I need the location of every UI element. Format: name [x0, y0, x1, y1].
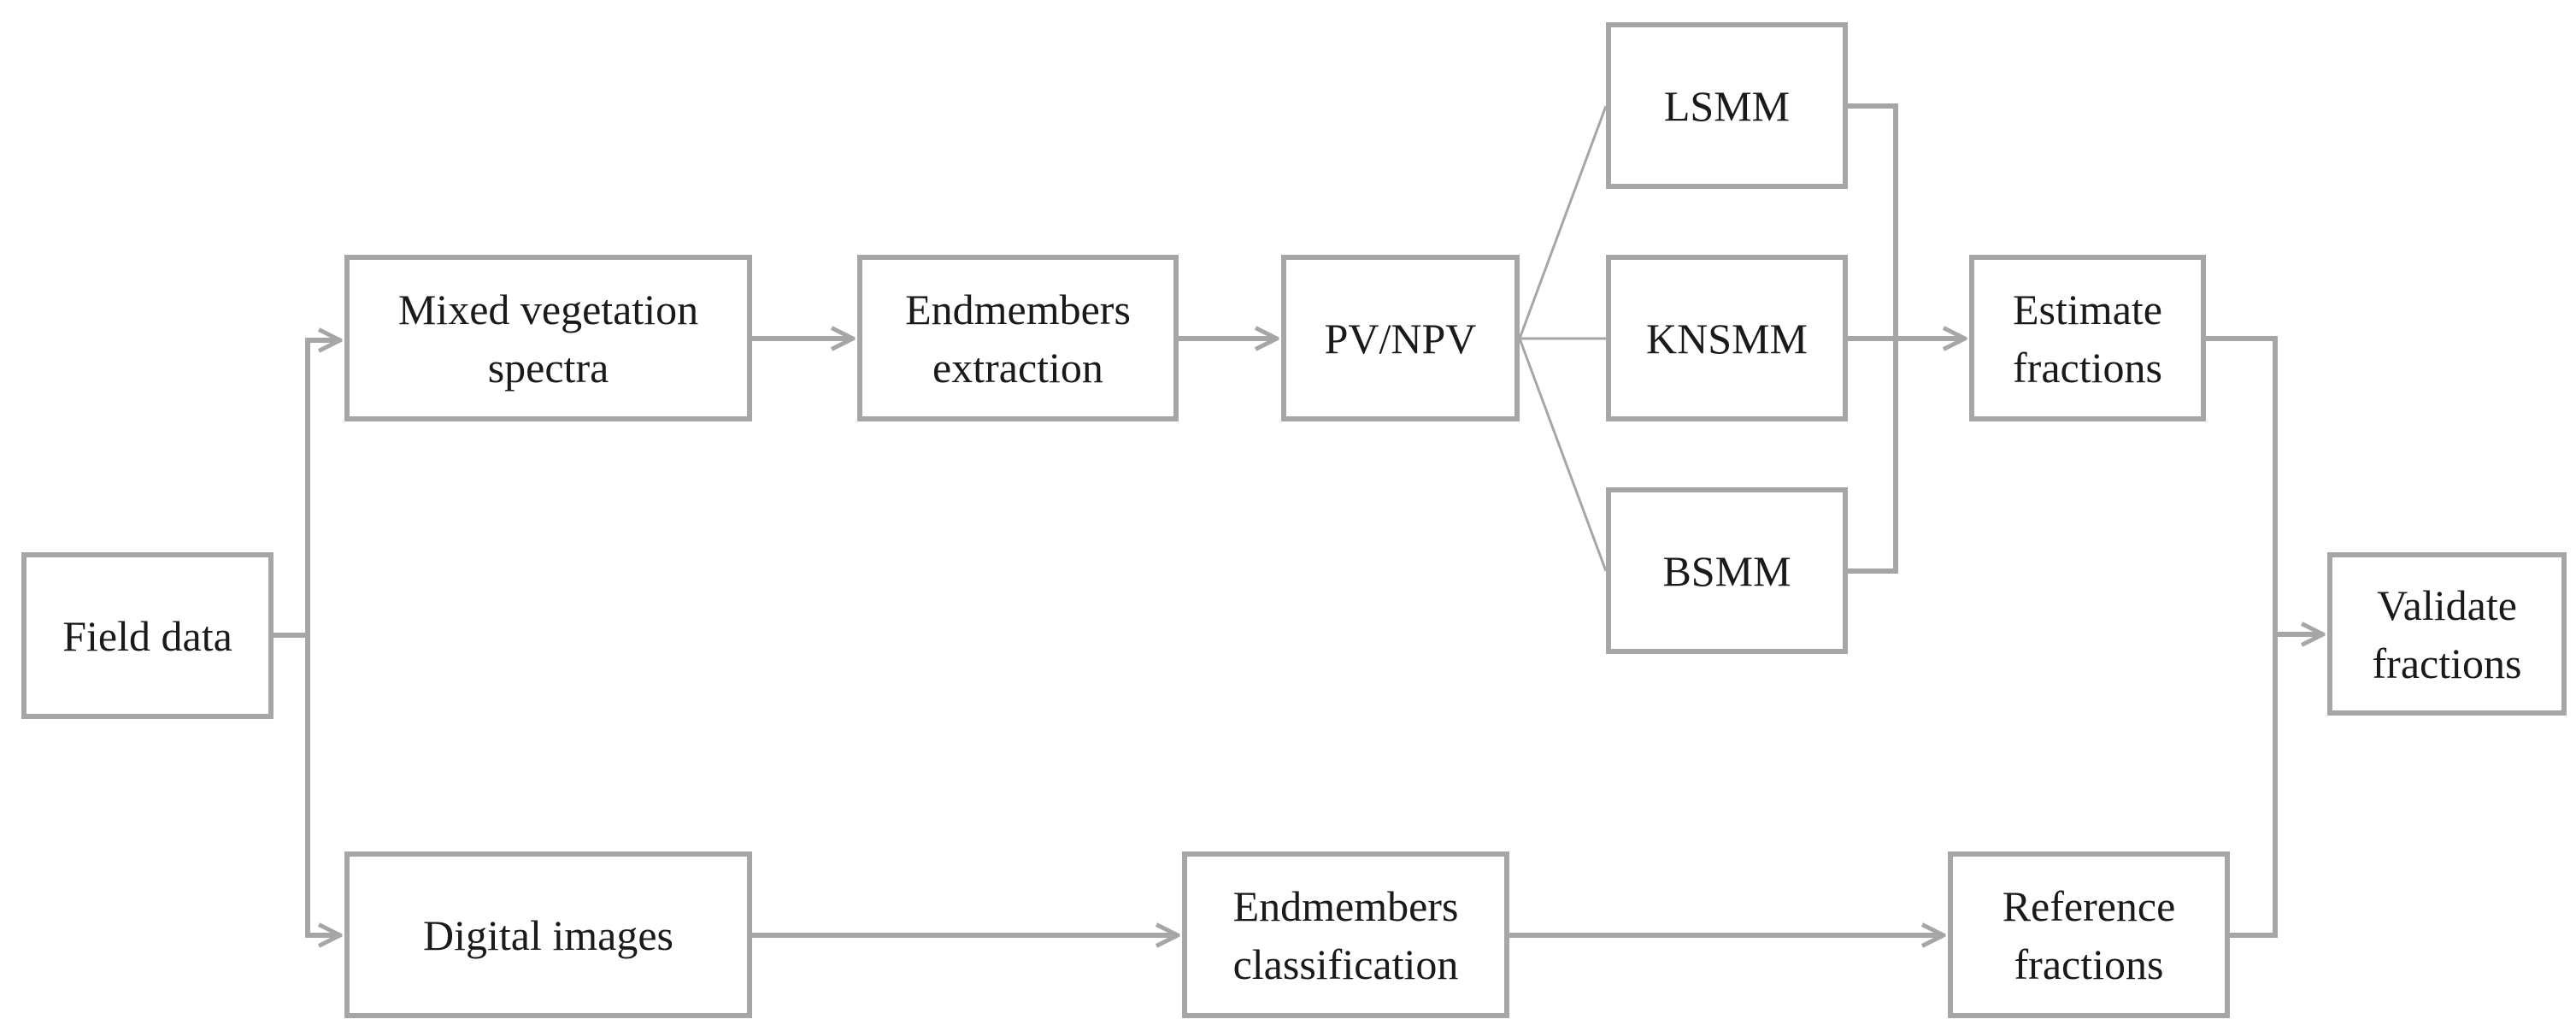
field-data-label: Field data: [62, 611, 232, 660]
edge-field-to-digital: [305, 635, 340, 935]
bsmm-label: BSMM: [1662, 546, 1791, 595]
edge-pvnpv-to-lsmm: [1518, 105, 1608, 339]
lsmm-label: LSMM: [1663, 81, 1791, 130]
field-data-box: Field data: [21, 552, 273, 719]
mixed-vegetation-spectra-box: Mixed vegetation spectra: [344, 255, 752, 421]
pv-npv-box: PV/NPV: [1281, 255, 1520, 421]
reference-fractions-box: Reference fractions: [1948, 851, 2230, 1018]
edge-estimate-to-validate: [2206, 336, 2278, 938]
bsmm-box: BSMM: [1606, 487, 1848, 654]
edge-pvnpv-to-bsmm: [1518, 338, 1608, 572]
estimate-fractions-box: Estimate fractions: [1969, 255, 2206, 421]
knsmm-label: KNSMM: [1646, 314, 1808, 362]
endmembers-extraction-box: Endmembers extraction: [857, 255, 1179, 421]
pv-npv-label: PV/NPV: [1324, 314, 1477, 362]
lsmm-box: LSMM: [1606, 22, 1848, 189]
reference-fractions-label: Reference fractions: [2002, 881, 2176, 988]
validate-fractions-box: Validate fractions: [2327, 552, 2567, 716]
estimate-fractions-label: Estimate fractions: [2013, 285, 2162, 392]
knsmm-box: KNSMM: [1606, 255, 1848, 421]
endmembers-extraction-label: Endmembers extraction: [905, 285, 1131, 392]
mixed-vegetation-spectra-label: Mixed vegetation spectra: [397, 285, 699, 392]
endmembers-classification-box: Endmembers classification: [1182, 851, 1509, 1018]
digital-images-box: Digital images: [344, 851, 752, 1018]
endmembers-classification-label: Endmembers classification: [1232, 881, 1459, 988]
edge-field-to-mixed: [273, 340, 340, 638]
digital-images-label: Digital images: [423, 910, 673, 959]
validate-fractions-label: Validate fractions: [2372, 580, 2522, 687]
